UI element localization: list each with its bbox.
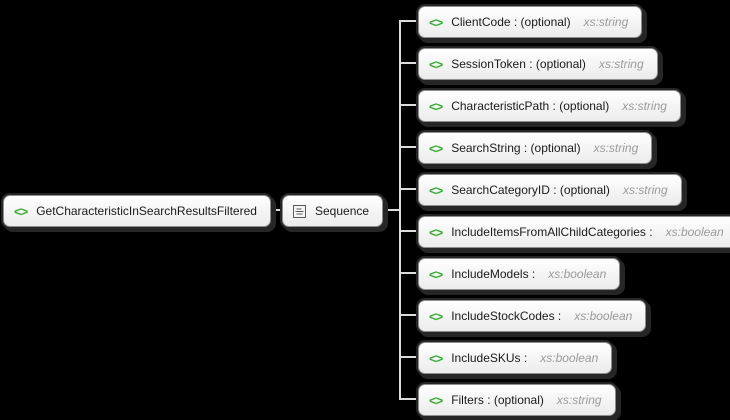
child-element-type: xs:boolean xyxy=(548,267,607,281)
element-icon: <> xyxy=(429,392,443,408)
element-icon: <> xyxy=(429,182,443,198)
child-element-type: xs:string xyxy=(622,183,668,197)
child-element-node[interactable]: <> IncludeItemsFromAllChildCategories : … xyxy=(418,216,730,248)
child-element-label: IncludeModels : xyxy=(451,267,536,281)
element-icon: <> xyxy=(429,140,443,156)
child-element-node[interactable]: <> CharacteristicPath : (optional) xs:st… xyxy=(418,90,681,122)
connector-branch xyxy=(399,230,423,232)
connector-branch xyxy=(399,62,423,64)
root-element-label: GetCharacteristicInSearchResultsFiltered xyxy=(36,204,257,218)
child-element-label: SessionToken : (optional) xyxy=(451,57,586,71)
child-element-type: xs:string xyxy=(622,99,667,113)
element-icon: <> xyxy=(429,14,443,30)
child-element-label: CharacteristicPath : (optional) xyxy=(451,99,610,113)
child-element-type: xs:boolean xyxy=(540,351,599,365)
element-icon: <> xyxy=(14,203,28,219)
child-element-node[interactable]: <> IncludeModels : xs:boolean xyxy=(418,258,621,290)
element-icon: <> xyxy=(429,350,443,366)
connector-branch xyxy=(399,398,423,400)
child-element-type: xs:boolean xyxy=(665,225,724,239)
child-element-node[interactable]: <> SessionToken : (optional) xs:string xyxy=(418,48,658,80)
element-icon: <> xyxy=(429,56,443,72)
child-element-node[interactable]: <> Filters : (optional) xs:string xyxy=(418,384,616,416)
child-element-label: IncludeStockCodes : xyxy=(451,309,562,323)
connector-branch xyxy=(399,314,423,316)
connector-trunk xyxy=(399,20,401,400)
child-element-node[interactable]: <> SearchString : (optional) xs:string xyxy=(418,132,653,164)
child-element-type: xs:string xyxy=(556,393,602,407)
child-element-label: ClientCode : (optional) xyxy=(451,15,571,29)
connector-branch xyxy=(399,356,423,358)
child-element-label: IncludeSKUs : xyxy=(451,351,528,365)
child-element-label: SearchCategoryID : (optional) xyxy=(451,183,610,197)
element-icon: <> xyxy=(429,98,443,114)
child-element-label: SearchString : (optional) xyxy=(451,141,581,155)
connector-branch xyxy=(399,188,423,190)
element-icon: <> xyxy=(429,266,443,282)
sequence-label: Sequence xyxy=(315,204,370,218)
element-icon: <> xyxy=(429,224,443,240)
child-element-type: xs:boolean xyxy=(574,309,633,323)
connector-branch xyxy=(399,104,423,106)
connector-branch xyxy=(399,146,423,148)
child-element-type: xs:string xyxy=(593,141,639,155)
child-element-label: Filters : (optional) xyxy=(451,393,544,407)
connector-branch xyxy=(399,272,423,274)
sequence-icon xyxy=(293,204,306,218)
child-element-node[interactable]: <> IncludeSKUs : xs:boolean xyxy=(418,342,613,374)
sequence-node[interactable]: Sequence xyxy=(282,195,384,227)
child-element-node[interactable]: <> IncludeStockCodes : xs:boolean xyxy=(418,300,647,332)
connector-branch xyxy=(399,20,423,22)
child-element-type: xs:string xyxy=(598,57,644,71)
child-element-type: xs:string xyxy=(583,15,629,29)
child-element-node[interactable]: <> SearchCategoryID : (optional) xs:stri… xyxy=(418,174,682,206)
child-element-node[interactable]: <> ClientCode : (optional) xs:string xyxy=(418,6,643,38)
root-element-node[interactable]: <> GetCharacteristicInSearchResultsFilte… xyxy=(3,195,271,227)
child-element-label: IncludeItemsFromAllChildCategories : xyxy=(451,225,653,239)
element-icon: <> xyxy=(429,308,443,324)
